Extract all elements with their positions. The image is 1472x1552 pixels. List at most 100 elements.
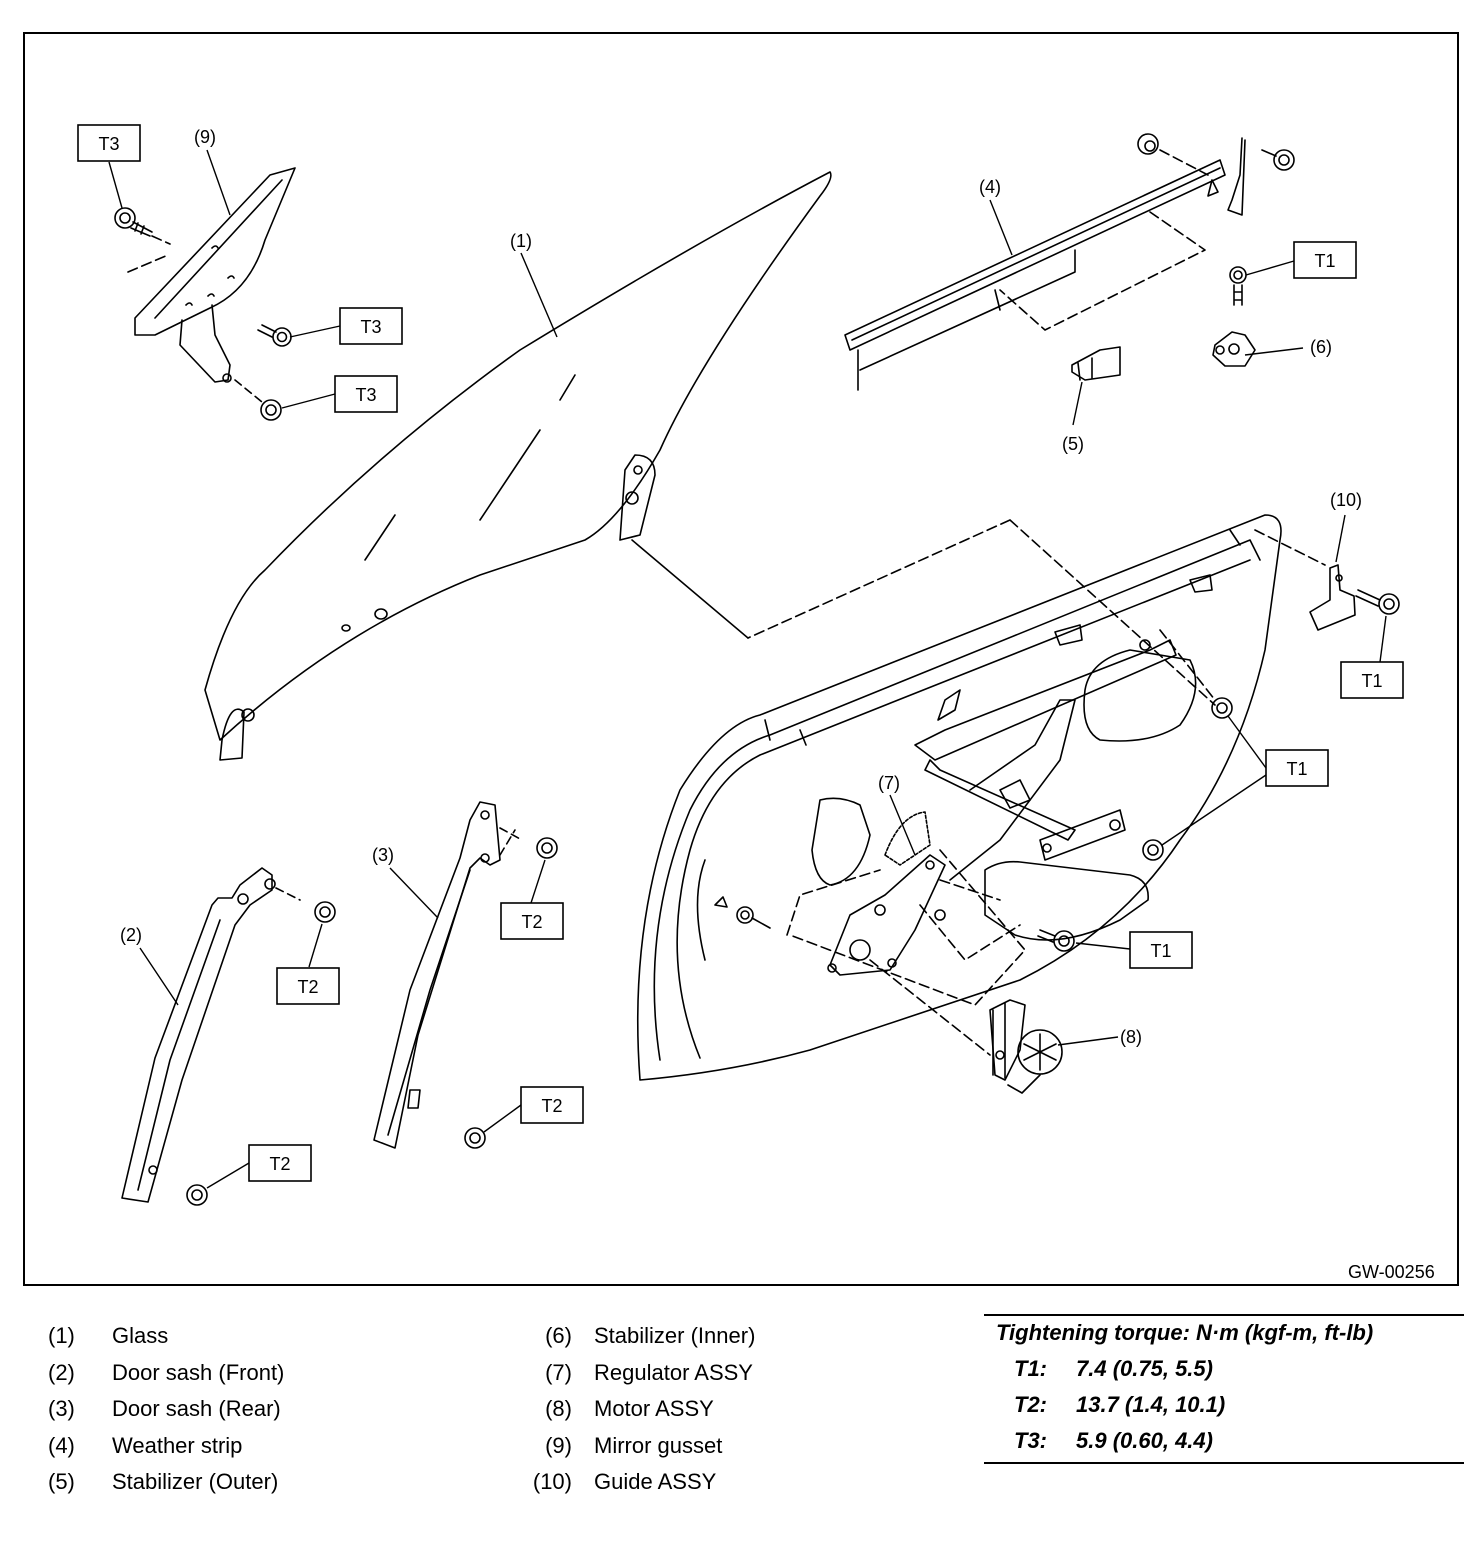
stabilizer-inner-part xyxy=(1212,331,1256,367)
motor-part xyxy=(989,999,1063,1094)
legend-item: (9) Mirror gusset xyxy=(500,1428,755,1465)
legend-item: (6) Stabilizer (Inner) xyxy=(500,1318,755,1355)
gusset-dash-upper xyxy=(127,235,171,273)
regulator-dash-lines xyxy=(747,519,1216,1006)
legend-label: Stabilizer (Outer) xyxy=(112,1469,279,1495)
torque-key: T1: xyxy=(1014,1356,1047,1381)
torque-value: 13.7 (1.4, 10.1) xyxy=(1076,1392,1226,1417)
weather-strip-part xyxy=(844,159,1226,391)
weather-strip-nut xyxy=(1137,133,1209,176)
legend-label: Mirror gusset xyxy=(594,1432,723,1458)
legend-label: Stabilizer (Inner) xyxy=(594,1323,756,1349)
torque-tag-t1: T1 xyxy=(1150,941,1171,961)
torque-tag-t1: T1 xyxy=(1314,251,1335,271)
legend-item: (4) Weather strip xyxy=(48,1428,284,1465)
torque-tag-t2: T2 xyxy=(541,1096,562,1116)
legend-number: (6) xyxy=(545,1323,572,1349)
legend-number: (2) xyxy=(48,1359,75,1385)
legend-item: (8) Motor ASSY xyxy=(500,1391,755,1428)
torque-key: T3: xyxy=(1014,1428,1047,1453)
door-sash-rear-nut-upper xyxy=(499,827,558,859)
torque-value: 5.9 (0.60, 4.4) xyxy=(1076,1428,1213,1453)
door-sash-front-nut-lower xyxy=(186,1184,208,1206)
torque-row: T3: 5.9 (0.60, 4.4) xyxy=(1014,1428,1213,1454)
glass-part xyxy=(204,171,832,761)
motor-dash xyxy=(869,959,991,1056)
stabilizer-inner-bolt xyxy=(1229,266,1247,306)
legend-number: (3) xyxy=(48,1396,75,1422)
guide-assy-bolt xyxy=(1355,589,1400,615)
door-sash-front-part xyxy=(121,867,276,1203)
guide-assy-part xyxy=(1309,564,1356,631)
legend-item: (10) Guide ASSY xyxy=(500,1464,755,1501)
torque-key: T2: xyxy=(1014,1392,1047,1417)
callout-8: (8) xyxy=(1120,1027,1142,1047)
legend-label: Motor ASSY xyxy=(594,1396,714,1422)
legend-item: (1) Glass xyxy=(48,1318,284,1355)
regulator-nut-lower xyxy=(1142,839,1164,861)
legend-label: Weather strip xyxy=(112,1432,243,1458)
callout-10: (10) xyxy=(1330,490,1362,510)
legend-label: Glass xyxy=(112,1323,169,1349)
figure-code: GW-00256 xyxy=(1348,1262,1435,1282)
legend-number: (8) xyxy=(545,1396,572,1422)
callout-5: (5) xyxy=(1062,434,1084,454)
glass-to-door-line xyxy=(631,539,749,639)
callout-3: (3) xyxy=(372,845,394,865)
torque-title: Tightening torque: N·m (kgf-m, ft-lb) xyxy=(996,1320,1374,1345)
regulator-part xyxy=(827,639,1177,976)
regulator-bolt-lower xyxy=(1037,929,1075,952)
legend-left: (1) Glass (2) Door sash (Front) (3) Door sa… xyxy=(48,1318,284,1501)
gusset-bolt-upper xyxy=(114,207,153,237)
torque-tag-t2: T2 xyxy=(521,912,542,932)
callout-2: (2) xyxy=(120,925,142,945)
legend-item: (5) Stabilizer (Outer) xyxy=(48,1464,284,1501)
legend-number: (5) xyxy=(48,1469,75,1495)
legend-number: (7) xyxy=(545,1359,572,1385)
torque-table: Tightening torque: N·m (kgf-m, ft-lb) T1… xyxy=(984,1314,1464,1464)
regulator-mount-screw xyxy=(736,869,881,936)
torque-tag-t2: T2 xyxy=(297,977,318,997)
legend-number: (10) xyxy=(532,1469,572,1495)
leader-lines xyxy=(108,149,1387,1189)
callout-6: (6) xyxy=(1310,337,1332,357)
regulator-nut-upper xyxy=(1211,697,1233,719)
legend-label: Guide ASSY xyxy=(594,1469,717,1495)
mirror-gusset-part xyxy=(134,167,296,383)
door-sash-front-nut-upper xyxy=(275,887,336,923)
legend-label: Door sash (Rear) xyxy=(112,1396,281,1422)
gusset-bolt-mid xyxy=(257,324,292,347)
legend-item: (3) Door sash (Rear) xyxy=(48,1391,284,1428)
door-panel xyxy=(636,514,1282,1081)
legend-right: (6)Stabilizer (Inner) (7)Regulator ASSY … xyxy=(500,1318,756,1501)
torque-row: T1: 7.4 (0.75, 5.5) xyxy=(1014,1356,1213,1382)
torque-tag-t3: T3 xyxy=(98,134,119,154)
torque-tag-boxes xyxy=(77,124,1404,1182)
legend-item: (7) Regulator ASSY xyxy=(500,1355,755,1392)
gusset-nut-lower xyxy=(234,379,282,421)
legend-number: (9) xyxy=(545,1432,572,1458)
door-sash-rear-part xyxy=(373,801,501,1149)
callout-4: (4) xyxy=(979,177,1001,197)
torque-row: T2: 13.7 (1.4, 10.1) xyxy=(1014,1392,1225,1418)
torque-tag-t2: T2 xyxy=(269,1154,290,1174)
legend-number: (4) xyxy=(48,1432,75,1458)
torque-value: 7.4 (0.75, 5.5) xyxy=(1076,1356,1213,1381)
diagram-frame xyxy=(23,32,1459,1286)
legend-label: Door sash (Front) xyxy=(112,1359,285,1385)
door-sash-rear-nut-lower xyxy=(464,1127,486,1149)
torque-tag-t3: T3 xyxy=(360,317,381,337)
callout-1: (1) xyxy=(510,231,532,251)
legend-item: (2) Door sash (Front) xyxy=(48,1355,284,1392)
legend-label: Regulator ASSY xyxy=(594,1359,753,1385)
torque-tag-t1: T1 xyxy=(1361,671,1382,691)
legend-number: (1) xyxy=(48,1323,75,1349)
stabilizer-outer-part xyxy=(1071,346,1121,381)
weather-strip-dash xyxy=(999,211,1206,331)
callout-7: (7) xyxy=(878,773,900,793)
callout-9: (9) xyxy=(194,127,216,147)
torque-tag-t3: T3 xyxy=(355,385,376,405)
guide-assy-dash xyxy=(1254,529,1326,566)
weather-strip-screw xyxy=(1227,137,1295,216)
